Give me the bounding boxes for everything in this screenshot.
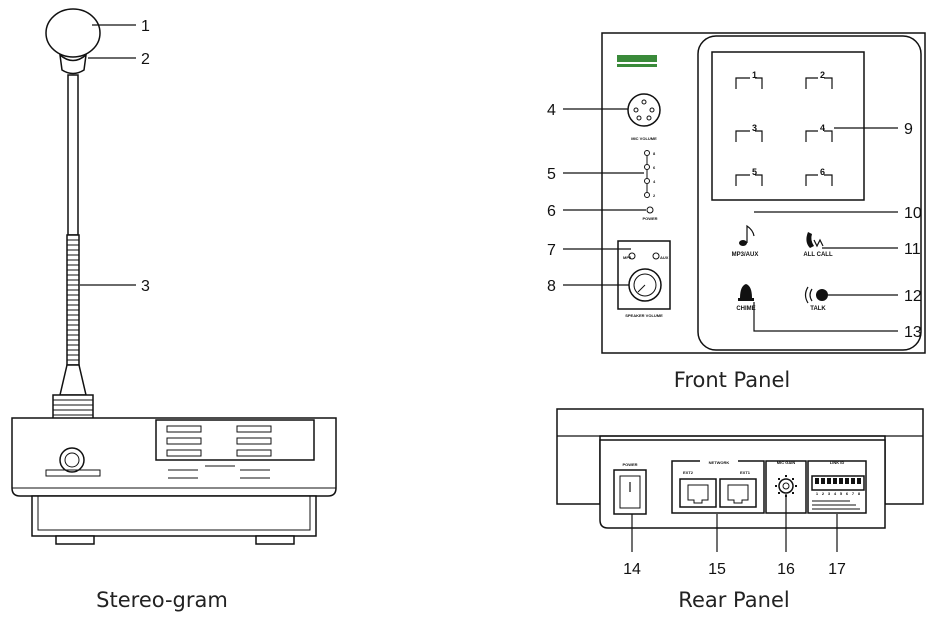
callout-2: 2 bbox=[141, 51, 150, 68]
callout-10: 10 bbox=[904, 205, 922, 222]
ext2-label: EXT2 bbox=[683, 470, 694, 475]
dip-switch-numbers: 1 2 3 4 5 6 7 8 bbox=[816, 491, 861, 496]
power-switch-label: POWER bbox=[622, 462, 637, 467]
dip-number: 5 bbox=[840, 491, 843, 496]
mic-collar bbox=[58, 53, 88, 75]
zone-led-label: 4 bbox=[653, 179, 656, 184]
zone-led-label: 2 bbox=[653, 193, 656, 198]
caption-stereogram: Stereo-gram bbox=[96, 588, 228, 612]
all-call-label: ALL CALL bbox=[803, 252, 833, 258]
dip-number: 6 bbox=[846, 491, 849, 496]
rear-panel-callouts: 14 15 16 17 bbox=[623, 494, 846, 578]
chime-label: CHIME bbox=[736, 306, 755, 312]
mic-volume-label: MIC VOLUME bbox=[631, 136, 657, 141]
rear-panel: POWER NETWORK EXT2 EXT1 MIC GAIN LINK ID bbox=[556, 408, 924, 529]
callout-6: 6 bbox=[547, 203, 556, 220]
callout-12: 12 bbox=[904, 288, 922, 305]
callout-15: 15 bbox=[708, 561, 726, 578]
dip-number: 3 bbox=[828, 491, 831, 496]
callout-13: 13 bbox=[904, 324, 922, 341]
callout-3: 3 bbox=[141, 278, 150, 295]
mp3-aux-label: MP3/AUX bbox=[732, 252, 759, 258]
callout-5: 5 bbox=[547, 166, 556, 183]
zone-key-2: 2 bbox=[820, 70, 825, 80]
dip-number: 7 bbox=[852, 491, 855, 496]
front-panel-callouts: 4 5 6 7 8 9 10 11 12 13 bbox=[547, 102, 922, 341]
brand-logo bbox=[617, 55, 657, 62]
network-label: NETWORK bbox=[709, 460, 730, 465]
dip-number: 4 bbox=[834, 491, 837, 496]
zone-key-1: 1 bbox=[752, 70, 757, 80]
callout-11: 11 bbox=[904, 241, 921, 258]
stereogram-callouts: 1 2 3 bbox=[80, 18, 150, 295]
knob-label-left: MP3 bbox=[623, 255, 632, 260]
zone-led-label: 6 bbox=[653, 165, 656, 170]
zone-keys: 1 2 3 4 5 6 bbox=[735, 70, 833, 186]
callout-14: 14 bbox=[623, 561, 641, 578]
knob-label-right: AUX bbox=[660, 255, 669, 260]
power-led bbox=[646, 206, 654, 214]
zone-key-4: 4 bbox=[820, 123, 825, 133]
console-key-window bbox=[155, 419, 315, 461]
callout-16: 16 bbox=[777, 561, 795, 578]
zone-key-6: 6 bbox=[820, 167, 825, 177]
console-mic-connector bbox=[59, 447, 85, 473]
caption-front-panel: Front Panel bbox=[674, 368, 790, 392]
callout-17: 17 bbox=[828, 561, 846, 578]
callout-8: 8 bbox=[547, 278, 556, 295]
ext1-label: EXT1 bbox=[740, 470, 751, 475]
callout-9: 9 bbox=[904, 121, 913, 138]
stereogram-device bbox=[11, 8, 337, 545]
all-call-icon bbox=[806, 232, 824, 248]
zone-key-3: 3 bbox=[752, 123, 757, 133]
dip-number: 8 bbox=[858, 491, 861, 496]
dip-switch bbox=[811, 475, 865, 491]
rj45-port-ext1 bbox=[719, 478, 757, 508]
zone-key-window bbox=[711, 51, 865, 201]
power-led-label: POWER bbox=[642, 216, 657, 221]
zone-key-5: 5 bbox=[752, 167, 757, 177]
zone-leds: 8 6 4 2 bbox=[644, 150, 656, 198]
mic-connector bbox=[627, 93, 661, 127]
mic-head bbox=[45, 8, 101, 58]
console-base bbox=[31, 495, 317, 537]
speaker-volume-label: SPEAKER VOLUME bbox=[625, 313, 663, 318]
music-note-icon bbox=[739, 224, 755, 246]
chime-bell-icon bbox=[738, 284, 754, 301]
callout-4: 4 bbox=[547, 102, 556, 119]
mic-gain-label: MIC GAIN bbox=[777, 460, 796, 465]
front-panel: MIC VOLUME 8 6 4 2 POWER MP3 AUX SPEAKER… bbox=[601, 32, 926, 354]
caption-rear-panel: Rear Panel bbox=[678, 588, 789, 612]
talk-icon bbox=[804, 286, 828, 304]
talk-label: TALK bbox=[810, 306, 826, 312]
callout-1: 1 bbox=[141, 18, 150, 35]
dip-number: 2 bbox=[822, 491, 825, 496]
zone-led-label: 8 bbox=[653, 151, 656, 156]
mic-gain-knob bbox=[778, 478, 794, 494]
rj45-port-ext2 bbox=[679, 478, 717, 508]
gooseneck-tube bbox=[67, 74, 79, 236]
dip-number: 1 bbox=[816, 491, 819, 496]
neck-base bbox=[59, 364, 87, 396]
gooseneck-flex bbox=[66, 234, 80, 366]
callout-7: 7 bbox=[547, 242, 556, 259]
link-id-label: LINK ID bbox=[830, 460, 845, 465]
